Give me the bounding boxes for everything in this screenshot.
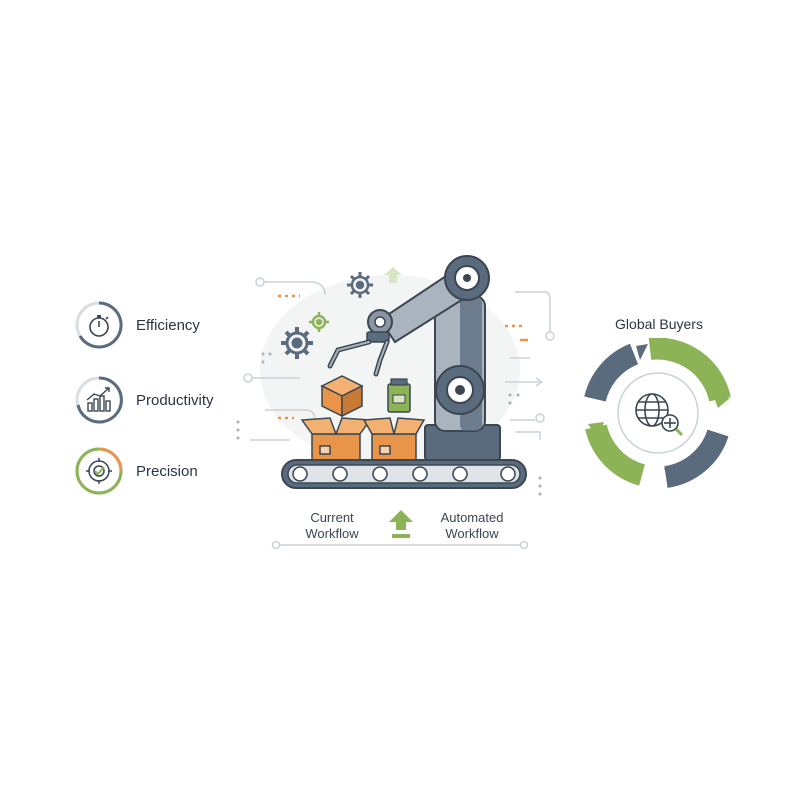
current-workflow-label: Current Workflow — [292, 510, 372, 542]
benefit-label: Productivity — [136, 391, 214, 409]
open-box — [300, 417, 372, 463]
product-bag — [387, 378, 411, 413]
gear-icon — [281, 327, 313, 359]
cycle-segment — [584, 343, 639, 402]
conveyor-belt — [281, 459, 527, 489]
caption-line: Automated — [440, 510, 504, 525]
benefit-efficiency: Efficiency — [74, 300, 200, 350]
bar-chart-icon — [75, 376, 123, 424]
global-buyers-cycle — [584, 338, 731, 488]
benefit-precision: Precision — [74, 446, 198, 496]
automated-workflow-label: Automated Workflow — [428, 510, 516, 542]
target-icon — [75, 447, 123, 495]
flow-line — [260, 281, 326, 296]
gear-icon — [347, 272, 373, 298]
benefit-productivity: Productivity — [74, 375, 214, 425]
package-cube — [320, 375, 364, 418]
caption-line: Workflow — [305, 526, 359, 541]
caption-line: Current — [310, 510, 354, 525]
timeline-line — [271, 540, 529, 550]
benefit-label: Precision — [136, 462, 198, 480]
caption-line: Workflow — [445, 526, 499, 541]
benefit-label: Efficiency — [136, 316, 200, 334]
global-buyers-title: Global Buyers — [615, 316, 703, 332]
stopwatch-icon — [75, 301, 123, 349]
globe-scale-icon — [635, 393, 684, 437]
cycle-segment — [648, 338, 731, 402]
gear-icon — [309, 312, 329, 332]
open-box — [362, 417, 426, 463]
up-arrow-icon — [389, 510, 413, 538]
robot-arm-illustration — [236, 255, 555, 496]
